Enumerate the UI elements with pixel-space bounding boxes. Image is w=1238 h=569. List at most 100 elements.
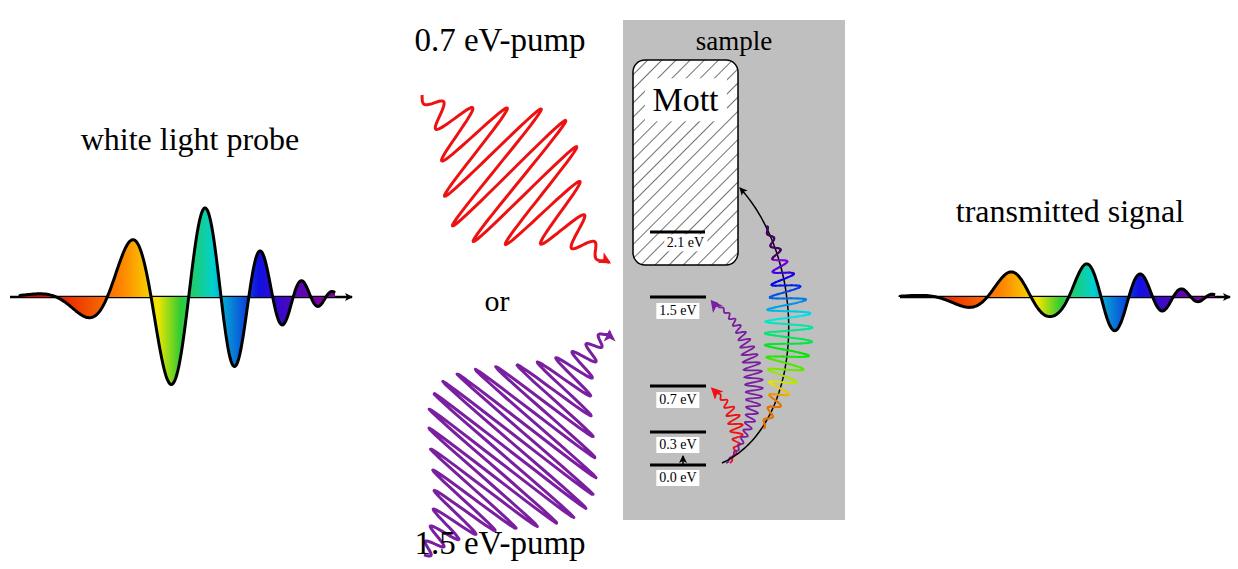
probe-wiggle: [808, 341, 812, 344]
energy-level: [650, 231, 705, 234]
probe-wiggle: [796, 316, 804, 317]
probe-wiggle: [776, 355, 784, 357]
pump-pulse: [424, 332, 610, 557]
probe-wiggle: [784, 337, 793, 338]
probe-wiggle: [767, 407, 769, 410]
energy-level: [650, 464, 706, 467]
probe-wiggle: [788, 310, 797, 312]
probe-wiggle: [771, 417, 772, 419]
probe-wiggle: [767, 226, 769, 229]
probe-wiggle: [769, 245, 771, 248]
probe-wiggle: [800, 324, 807, 327]
probe-wiggle: [779, 250, 782, 251]
probe-wiggle: [770, 396, 772, 397]
probe-wiggle: [793, 382, 796, 384]
probe-wiggle: [765, 333, 769, 336]
probe-wiggle: [763, 420, 765, 423]
probe-wiggle: [776, 330, 785, 333]
probe-wiggle: [775, 343, 783, 345]
pump-label: 0.7 eV-pump: [414, 22, 585, 58]
probe-wiggle: [802, 300, 805, 301]
probe-wiggle: [767, 229, 769, 230]
or-label: or: [485, 284, 510, 317]
probe-wiggle: [764, 425, 766, 428]
probe-wiggle: [793, 338, 802, 339]
probe-pulse-fill: [20, 208, 335, 385]
probe-wiggle: [778, 318, 787, 319]
probe-wiggle: [781, 362, 788, 364]
pump-transition: [712, 389, 743, 463]
probe-wiggle: [792, 274, 794, 275]
mott-hatched-box: [633, 60, 738, 265]
probe-transition: [722, 188, 789, 463]
probe-wiggle: [763, 423, 765, 424]
probe-wiggle: [780, 310, 788, 312]
probe-wiggle: [766, 233, 768, 236]
probe-wiggle: [767, 309, 768, 312]
probe-wiggle: [773, 237, 775, 240]
probe-pulse-outline: [20, 208, 335, 385]
probe-wiggle: [788, 364, 795, 366]
probe-wiggle: [792, 342, 801, 344]
probe-wiggle: [771, 258, 774, 261]
probe-wiggle: [773, 284, 776, 286]
energy-level: [650, 385, 706, 388]
probe-wiggle: [763, 418, 765, 421]
pump-label: 1.5 eV-pump: [414, 525, 585, 561]
transition-arrow: [682, 456, 684, 464]
probe-wiggle: [774, 306, 781, 308]
probe-wiggle: [794, 329, 803, 332]
pump-pulse: [422, 95, 609, 263]
probe-wiggle: [775, 336, 784, 337]
energy-level: [650, 431, 706, 434]
probe-wiggle: [769, 331, 776, 334]
probe-wiggle: [764, 424, 766, 425]
probe-wiggle: [766, 230, 768, 231]
probe-wiggle: [773, 259, 775, 261]
probe-wiggle: [771, 246, 772, 249]
mott-region: Mott2.1 eV: [633, 60, 738, 265]
probe-wiggle: [766, 232, 768, 235]
energy-level-label: 0.7 eV: [656, 392, 699, 408]
probe-wiggle: [783, 356, 791, 358]
probe-wiggle: [786, 394, 788, 396]
probe-wiggle: [783, 343, 792, 345]
probe-wiggle: [797, 311, 804, 313]
probe-wiggle: [769, 234, 770, 236]
probe-wiggle: [767, 227, 769, 230]
probe-wiggle: [767, 357, 770, 358]
sample-panel: sampleMott2.1 eV: [623, 20, 845, 520]
probe-wiggle: [782, 323, 791, 326]
probe-wiggle: [791, 297, 798, 299]
probe-wiggle: [763, 422, 765, 423]
sample-label: sample: [696, 27, 772, 57]
probe-wiggle: [766, 225, 768, 228]
probe-wiggle: [772, 246, 774, 248]
transmitted-pulse-fill: [900, 264, 1215, 331]
signal-label: transmitted signal: [956, 194, 1184, 229]
probe-wiggle: [773, 310, 780, 312]
probe-wiggle: [768, 395, 771, 396]
energy-level: [650, 296, 706, 299]
probe-wiggle: [768, 381, 770, 384]
energy-level-label: 0.3 eV: [656, 437, 699, 453]
mott-label: Mott: [644, 78, 726, 121]
probe-wiggle: [769, 382, 770, 383]
probe-wiggle: [792, 351, 800, 353]
probe-wiggle: [770, 417, 771, 419]
probe-wiggle: [792, 324, 801, 327]
probe-wiggle: [764, 426, 766, 429]
probe-wiggle: [771, 416, 774, 419]
probe-wiggle: [789, 303, 796, 305]
probe-wiggle: [784, 350, 793, 352]
probe-wiggle: [775, 348, 783, 350]
probe-wiggle: [781, 305, 789, 307]
probe-wiggle: [785, 329, 795, 332]
probe-wiggle: [784, 297, 791, 299]
probe-wiggle: [791, 356, 799, 358]
probe-wiggle: [770, 297, 773, 299]
sample-panel-fill: [623, 20, 845, 520]
probe-wiggle: [773, 271, 775, 273]
probe-wiggle: [787, 317, 796, 318]
